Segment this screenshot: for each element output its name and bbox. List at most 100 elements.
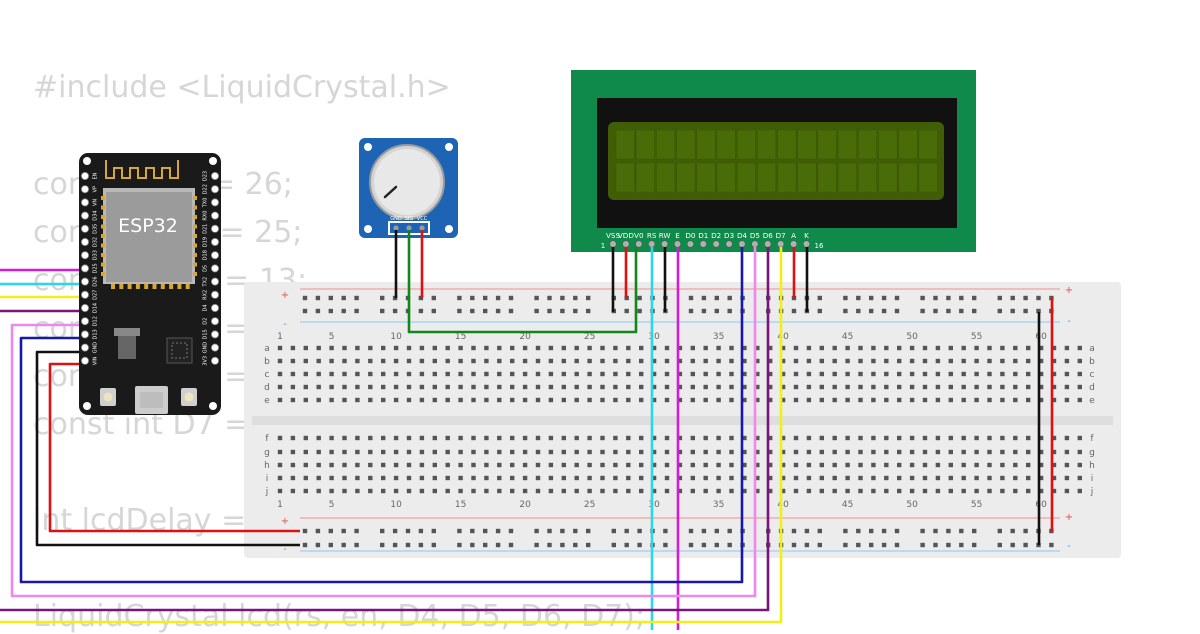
breadboard-hole	[277, 488, 283, 494]
breadboard-hole	[987, 488, 992, 494]
breadboard-hole	[484, 384, 489, 390]
esp32-pin-labels: ENVPVND34D35D32D33D25D26D27D14D12D13GNDV…	[93, 171, 209, 366]
rail-hole	[1023, 542, 1028, 548]
breadboard-hole	[845, 435, 850, 441]
breadboard-hole	[884, 358, 889, 364]
esp32-left-pin-label: D25	[93, 263, 99, 273]
rail-hole	[431, 295, 436, 301]
rail-hole	[418, 308, 424, 314]
breadboard-hole	[639, 435, 644, 441]
potentiometer[interactable]: GND SIG VCC	[359, 138, 458, 238]
breadboard-hole	[935, 397, 941, 403]
breadboard-hole	[961, 475, 966, 481]
wire-esp-vin-rail[interactable]	[48, 362, 300, 533]
breadboard-hole	[974, 397, 979, 403]
esp32-boot-button-cap	[103, 392, 113, 402]
breadboard-hole	[1026, 358, 1031, 364]
breadboard-hole	[600, 449, 605, 455]
breadboard-hole	[639, 449, 644, 455]
breadboard-hole	[845, 384, 850, 390]
rail-hole	[418, 528, 424, 534]
column-number-bottom: 55	[971, 500, 982, 510]
breadboard-hole	[1000, 371, 1005, 377]
breadboard-hole	[574, 384, 579, 390]
esp32-left-pin-label: VIN	[93, 356, 99, 365]
breadboard-hole	[522, 345, 528, 351]
breadboard-hole	[522, 462, 528, 468]
breadboard-hole	[806, 435, 812, 441]
wire-lcd-d7[interactable]	[0, 247, 783, 624]
wire-lcd-d4[interactable]	[19, 247, 744, 584]
esp32-right-pin-label: TX2	[203, 277, 209, 288]
lcd-pin	[738, 240, 746, 248]
wire-lcd-d5[interactable]	[10, 247, 757, 598]
breadboard-hole	[393, 397, 399, 403]
wire-pot-sig-to-v0[interactable]	[407, 230, 638, 334]
rail-hole	[328, 528, 333, 534]
breadboard-hole	[471, 397, 476, 403]
breadboard-hole	[613, 397, 618, 403]
breadboard-hole	[626, 449, 631, 455]
breadboard-hole	[780, 384, 786, 390]
breadboard-hole	[355, 384, 360, 390]
esp32-right-pin	[210, 330, 219, 339]
breadboard-hole	[316, 397, 321, 403]
column-number-top: 15	[455, 332, 466, 342]
breadboard-hole	[290, 435, 296, 441]
lcd-character-cell	[696, 162, 716, 193]
breadboard-hole	[690, 345, 695, 351]
esp32-right-pin	[210, 198, 219, 207]
breadboard-hole	[381, 449, 386, 455]
esp32-devkit[interactable]: ESP32 ENVPVND34D35D32D33D25D26D27D14D12D…	[79, 153, 221, 415]
breadboard-hole	[884, 371, 889, 377]
breadboard-hole	[587, 462, 592, 468]
rail-hole	[560, 308, 565, 314]
module-pad	[101, 272, 105, 276]
pot-knob[interactable]	[374, 149, 440, 215]
breadboard-hole	[922, 435, 928, 441]
breadboard[interactable]: 1155101015152020252530303535404045455050…	[244, 282, 1121, 558]
rail-minus-bottom-right: -	[1067, 541, 1071, 552]
esp32-left-pin	[81, 237, 90, 246]
rail-hole	[637, 308, 642, 314]
breadboard-hole	[303, 384, 308, 390]
breadboard-hole	[793, 488, 799, 494]
breadboard-hole	[561, 475, 566, 481]
rail-minus-top-left: -	[283, 319, 287, 330]
breadboard-hole	[664, 462, 670, 468]
breadboard-hole	[1077, 371, 1082, 377]
code-line-include: #include <LiquidCrystal.h>	[33, 70, 451, 105]
lcd-character-cell	[696, 129, 716, 160]
breadboard-hole	[1000, 397, 1005, 403]
wire-lcd-d6[interactable]	[0, 247, 770, 612]
breadboard-hole	[755, 435, 760, 441]
rail-hole	[1010, 295, 1015, 301]
rail-plus-top-right: +	[1065, 285, 1073, 296]
esp32-left-pin-label: D27	[93, 290, 99, 300]
esp32-left-pin-label: D32	[93, 237, 99, 247]
breadboard-hole	[897, 384, 902, 390]
breadboard-hole	[613, 384, 618, 390]
breadboard-hole	[845, 462, 850, 468]
breadboard-hole	[329, 488, 334, 494]
breadboard-hole	[677, 371, 683, 377]
breadboard-hole	[355, 462, 360, 468]
rail-hole	[611, 528, 616, 534]
breadboard-hole	[587, 371, 592, 377]
lcd-pin	[725, 240, 733, 248]
wire-esp-gnd-rail[interactable]	[35, 350, 300, 547]
breadboard-hole	[716, 397, 721, 403]
breadboard-hole	[768, 488, 773, 494]
pot-mount-hole	[364, 225, 372, 233]
breadboard-hole	[1051, 384, 1057, 390]
lcd-character-cell	[615, 129, 635, 160]
row-letter-left: f	[265, 434, 269, 444]
rail-hole	[508, 528, 514, 534]
esp32-right-pin	[210, 185, 219, 194]
breadboard-hole	[961, 345, 966, 351]
breadboard-hole	[574, 462, 579, 468]
breadboard-hole	[1000, 435, 1005, 441]
rail-hole	[392, 528, 398, 534]
breadboard-hole	[342, 397, 347, 403]
